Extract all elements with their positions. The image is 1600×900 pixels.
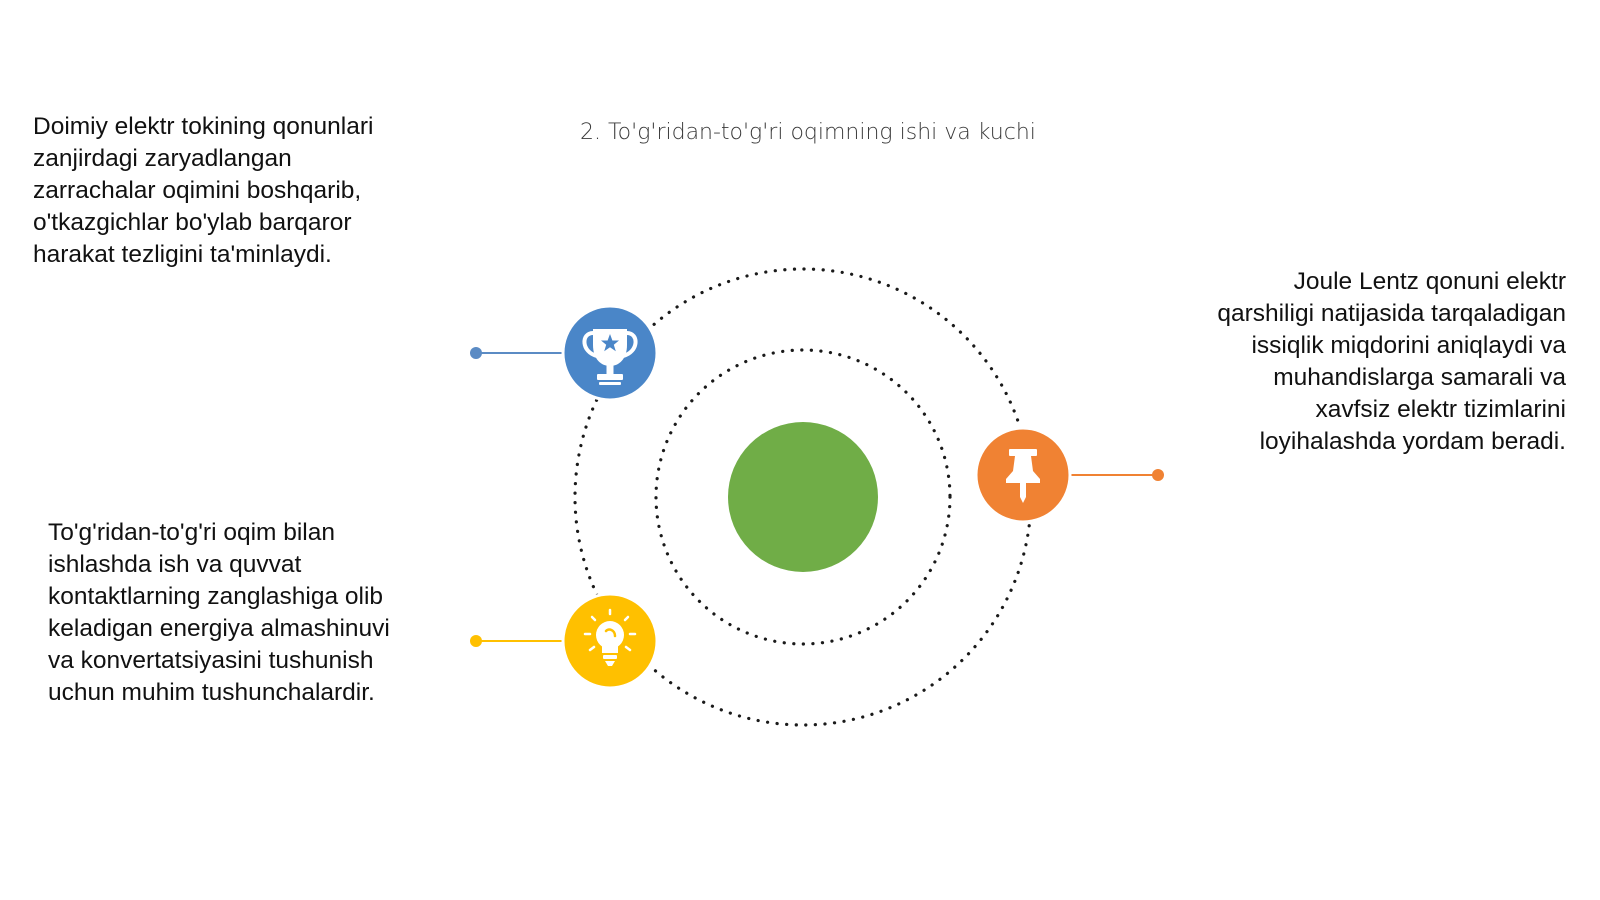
pin-node <box>974 426 1164 524</box>
center-circle <box>728 422 878 572</box>
pin-connector-dot <box>1152 469 1164 481</box>
text-line: va konvertatsiyasini tushunish <box>48 647 374 674</box>
text-block-bottom-left: To'g'ridan-to'g'ri oqim bilan ishlashda … <box>48 517 448 709</box>
bulb-connector-dot <box>470 635 482 647</box>
text-line: ishlashda ish va quvvat <box>48 551 302 578</box>
text-block-top-left: Doimiy elektr tokining qonunlari zanjird… <box>33 111 433 271</box>
text-line: loyihalashda yordam beradi. <box>1259 428 1566 455</box>
text-line: issiqlik miqdorini aniqlaydi va <box>1251 332 1566 359</box>
bulb-node <box>470 592 659 690</box>
text-line: keladigan energiya almashinuvi <box>48 615 390 642</box>
text-line: zanjirdagi zaryadlangan <box>33 145 292 172</box>
lightbulb-icon <box>583 608 637 666</box>
text-block-right: Joule Lentz qonuni elektr qarshiligi nat… <box>1150 266 1566 458</box>
slide-title: 2. To'g'ridan-to'g'ri oqimning ishi va k… <box>580 120 1036 145</box>
text-line: muhandislarga samarali va <box>1273 364 1566 391</box>
text-line: To'g'ridan-to'g'ri oqim bilan <box>48 519 335 546</box>
text-line: uchun muhim tushunchalardir. <box>48 679 375 706</box>
text-line: Joule Lentz qonuni elektr <box>1293 268 1566 295</box>
text-line: xavfsiz elektr tizimlarini <box>1315 396 1567 423</box>
trophy-connector-dot <box>470 347 482 359</box>
trophy-node <box>470 304 659 402</box>
text-line: kontaktlarning zanglashiga olib <box>48 583 384 610</box>
text-line: Doimiy elektr tokining qonunlari <box>33 113 374 140</box>
pushpin-icon <box>1006 449 1040 503</box>
text-line: qarshiligi natijasida tarqaladigan <box>1217 300 1566 327</box>
text-line: harakat tezligini ta'minlaydi. <box>33 241 332 268</box>
inner-dotted-ring <box>654 348 952 646</box>
trophy-icon <box>582 329 638 385</box>
text-line: o'tkazgichlar bo'ylab barqaror <box>33 209 352 236</box>
text-line: zarrachalar oqimini boshqarib, <box>33 177 362 204</box>
